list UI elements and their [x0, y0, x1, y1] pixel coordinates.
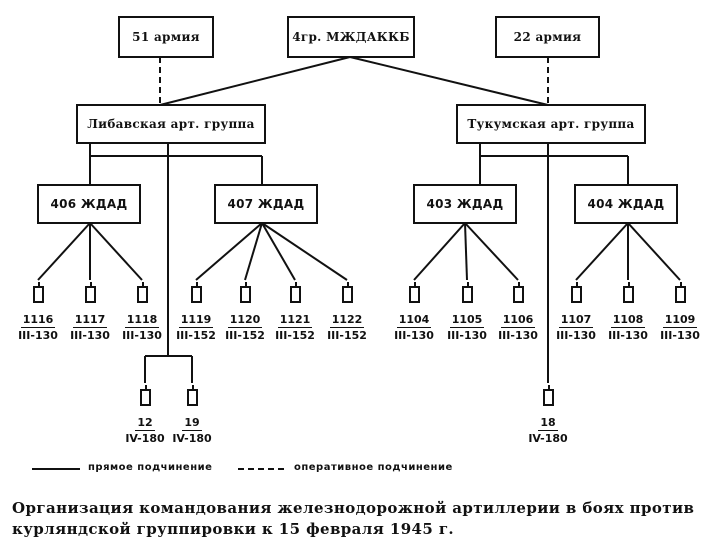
battery-number: 1106	[500, 313, 536, 328]
fan-403-1105	[464, 222, 468, 281]
battery-calibre: III-130	[498, 329, 538, 342]
railway-gun-icon	[190, 282, 202, 303]
railway-gun-icon	[674, 282, 686, 303]
battery-calibre: III-152	[327, 329, 367, 342]
battery-12: 12 IV-180	[113, 385, 177, 447]
fan-406-1116	[37, 222, 91, 281]
battery-calibre: IV-180	[172, 432, 212, 445]
battery-calibre: III-152	[176, 329, 216, 342]
railway-gun-icon	[139, 385, 151, 406]
battery-number: 1107	[558, 313, 594, 328]
battery-number: 1118	[124, 313, 160, 328]
battery-1107: 1107 III-130	[544, 282, 608, 344]
battery-calibre: III-152	[225, 329, 265, 342]
railway-gun-icon	[32, 282, 44, 303]
railway-gun-icon	[408, 282, 420, 303]
fan-404-1109	[627, 222, 681, 281]
railway-gun-icon	[542, 385, 554, 406]
battery-number: 1121	[277, 313, 313, 328]
fan-403-1104	[413, 222, 466, 281]
fan-407-1122	[261, 222, 348, 281]
battery-1118: 1118 III-130	[110, 282, 174, 344]
zhdad-406-box: 406 ЖДАД	[37, 184, 141, 224]
battery-number: 1104	[396, 313, 432, 328]
legend-direct-label: прямое подчинение	[88, 462, 213, 473]
battery-number: 1105	[449, 313, 485, 328]
libava-group-box: Либавская арт. группа	[76, 104, 266, 144]
fan-407-1121	[261, 222, 296, 281]
railway-gun-icon	[239, 282, 251, 303]
fan-404-1107	[575, 222, 629, 281]
battery-calibre: III-130	[70, 329, 110, 342]
fan-406-1118	[89, 222, 143, 281]
battery-number: 1119	[178, 313, 214, 328]
battery-number: 12	[135, 416, 155, 431]
link-mzhdakkb-tukums	[349, 56, 549, 106]
railway-gun-icon	[461, 282, 473, 303]
battery-1116: 1116 III-130	[6, 282, 70, 344]
battery-1119: 1119 III-152	[164, 282, 228, 344]
army-22-box: 22 армия	[495, 16, 600, 58]
battery-calibre: III-130	[608, 329, 648, 342]
battery-calibre: III-152	[275, 329, 315, 342]
mzhdakkb-box: 4гр. МЖДАККБ	[287, 16, 415, 58]
battery-calibre: III-130	[122, 329, 162, 342]
fan-407-1120	[244, 222, 263, 281]
zhdad-404-box: 404 ЖДАД	[574, 184, 678, 224]
figure-caption: Организация командования железнодорожной…	[12, 498, 712, 540]
fan-407-1119	[195, 222, 263, 281]
battery-number: 1116	[20, 313, 56, 328]
battery-calibre: IV-180	[528, 432, 568, 445]
caption-line-2: курляндской группировки к 15 февраля 194…	[12, 520, 455, 538]
battery-1109: 1109 III-130	[648, 282, 712, 344]
battery-1117: 1117 III-130	[58, 282, 122, 344]
railway-gun-icon	[186, 385, 198, 406]
railway-gun-icon	[136, 282, 148, 303]
battery-number: 1122	[329, 313, 365, 328]
battery-1121: 1121 III-152	[263, 282, 327, 344]
battery-calibre: III-130	[660, 329, 700, 342]
railway-gun-icon	[341, 282, 353, 303]
caption-line-1: Организация командования железнодорожной…	[12, 499, 695, 517]
battery-1120: 1120 III-152	[213, 282, 277, 344]
railway-gun-icon	[84, 282, 96, 303]
battery-number: 18	[538, 416, 558, 431]
battery-calibre: III-130	[556, 329, 596, 342]
battery-calibre: III-130	[18, 329, 58, 342]
battery-1106: 1106 III-130	[486, 282, 550, 344]
link-mzhdakkb-libava	[159, 56, 351, 106]
railway-gun-icon	[512, 282, 524, 303]
zhdad-403-box: 403 ЖДАД	[413, 184, 517, 224]
railway-gun-icon	[289, 282, 301, 303]
tukums-group-box: Тукумская арт. группа	[456, 104, 646, 144]
battery-number: 1120	[227, 313, 263, 328]
fan-403-1106	[464, 222, 519, 281]
battery-number: 1117	[72, 313, 108, 328]
battery-18: 18 IV-180	[516, 385, 580, 447]
battery-1108: 1108 III-130	[596, 282, 660, 344]
battery-calibre: III-130	[447, 329, 487, 342]
battery-19: 19 IV-180	[160, 385, 224, 447]
battery-number: 1109	[662, 313, 698, 328]
railway-gun-icon	[570, 282, 582, 303]
battery-1104: 1104 III-130	[382, 282, 446, 344]
battery-1105: 1105 III-130	[435, 282, 499, 344]
battery-calibre: III-130	[394, 329, 434, 342]
battery-calibre: IV-180	[125, 432, 165, 445]
battery-number: 1108	[610, 313, 646, 328]
zhdad-407-box: 407 ЖДАД	[214, 184, 318, 224]
railway-gun-icon	[622, 282, 634, 303]
army-51-box: 51 армия	[118, 16, 214, 58]
battery-1122: 1122 III-152	[315, 282, 379, 344]
legend-operational-label: оперативное подчинение	[294, 462, 453, 473]
battery-number: 19	[182, 416, 202, 431]
